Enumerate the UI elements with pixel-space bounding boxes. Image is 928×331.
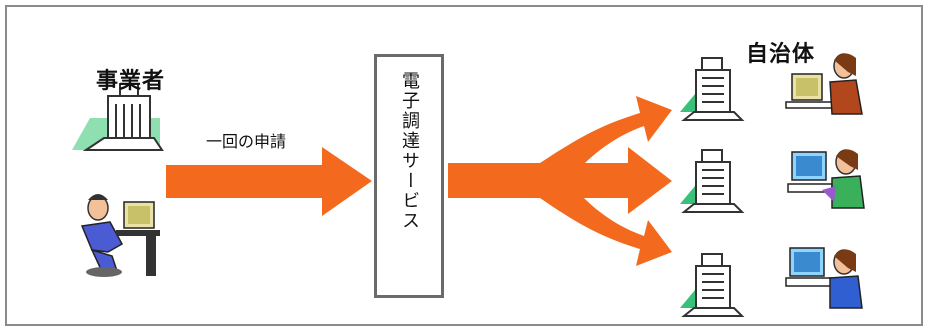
municipality-worker-icon-1 xyxy=(785,53,863,115)
municipality-building-icon-2 xyxy=(680,149,745,213)
arrow-trunk xyxy=(448,163,545,198)
business-person-icon xyxy=(80,194,160,277)
business-building-icon xyxy=(72,83,164,151)
business-title: 事業者 xyxy=(96,69,166,94)
municipality-title: 自治体 xyxy=(746,42,816,67)
e-procurement-service-label: 電子調達サービス xyxy=(399,71,420,231)
arrow-branch-bottom xyxy=(540,178,672,266)
municipality-building-icon-1 xyxy=(680,57,745,121)
arrow-branch-top xyxy=(540,96,672,184)
municipality-building-icon-3 xyxy=(680,253,745,317)
e-procurement-service-box: 電子調達サービス xyxy=(374,54,444,298)
municipality-worker-icon-2 xyxy=(787,149,865,209)
request-arrow xyxy=(166,147,372,216)
municipality-worker-icon-3 xyxy=(785,247,863,309)
request-label: 一回の申請 xyxy=(206,132,287,151)
distribution-arrows xyxy=(448,96,672,266)
